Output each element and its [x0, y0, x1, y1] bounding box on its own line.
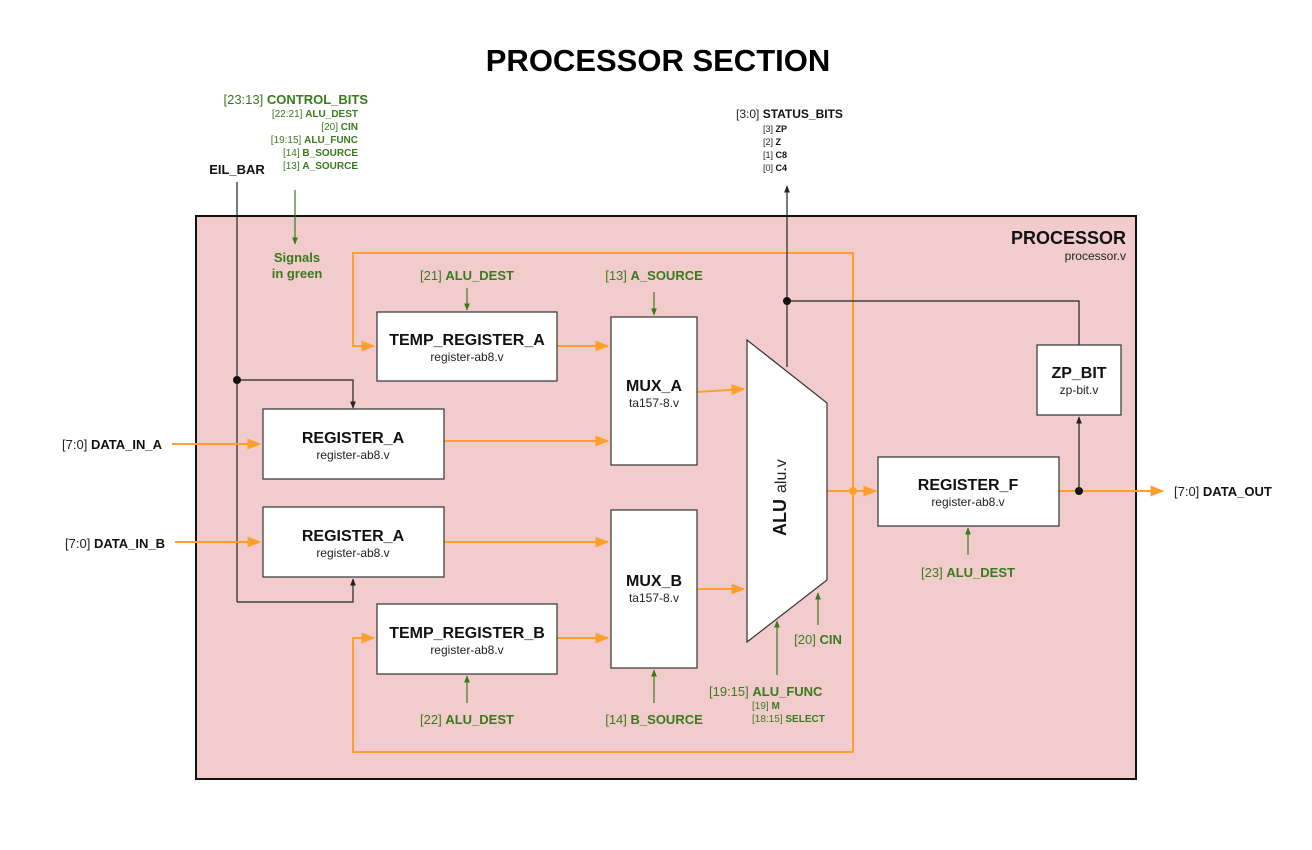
feedback-bus	[352, 252, 854, 753]
alu-block: ALU alu.v	[746, 338, 828, 644]
signals-note-line1: Signals	[274, 250, 320, 265]
svg-text:[14] B_SOURCE: [14] B_SOURCE	[283, 148, 358, 159]
svg-text:zp-bit.v: zp-bit.v	[1060, 383, 1099, 397]
svg-text:REGISTER_A: REGISTER_A	[302, 528, 405, 545]
svg-text:MUX_A: MUX_A	[626, 378, 682, 395]
status-wires	[783, 185, 1082, 491]
svg-text:register-ab8.v: register-ab8.v	[316, 448, 389, 462]
zp-bit-block: ZP_BIT zp-bit.v	[1036, 344, 1122, 416]
svg-text:[19:15] ALU_FUNC: [19:15] ALU_FUNC	[271, 135, 358, 146]
diagram-title: PROCESSOR SECTION	[486, 43, 831, 78]
svg-text:[2] Z: [2] Z	[763, 137, 782, 147]
alu-dest-22-signal: [22] ALU_DEST	[420, 675, 514, 727]
alu-dest-21-signal: [21] ALU_DEST	[420, 268, 514, 311]
svg-text:[19:15] ALU_FUNC: [19:15] ALU_FUNC	[709, 684, 823, 699]
processor-label: PROCESSOR	[1011, 228, 1126, 248]
svg-text:REGISTER_A: REGISTER_A	[302, 430, 405, 447]
alu-dest-23-signal: [23] ALU_DEST	[921, 527, 1015, 580]
register-a-bottom-block: REGISTER_A register-ab8.v	[262, 506, 445, 578]
svg-text:ZP_BIT: ZP_BIT	[1051, 365, 1106, 382]
svg-text:register-ab8.v: register-ab8.v	[430, 643, 503, 657]
svg-text:TEMP_REGISTER_A: TEMP_REGISTER_A	[389, 332, 545, 349]
svg-text:[1] C8: [1] C8	[763, 150, 787, 160]
temp-register-a-block: TEMP_REGISTER_A register-ab8.v	[376, 311, 558, 382]
eil-bar-wire	[233, 182, 356, 603]
mux-a-block: MUX_A ta157-8.v	[610, 316, 698, 466]
svg-text:[23:13] CONTROL_BITS: [23:13] CONTROL_BITS	[223, 92, 368, 107]
signals-note-line2: in green	[272, 266, 323, 281]
svg-text:ALU: ALU	[770, 499, 790, 536]
register-f-block: REGISTER_F register-ab8.v	[877, 456, 1060, 527]
status-bits-legend: [3:0] STATUS_BITS [3] ZP [2] Z [1] C8 [0…	[736, 107, 843, 173]
svg-text:[21] ALU_DEST: [21] ALU_DEST	[420, 268, 514, 283]
svg-text:alu.v: alu.v	[773, 459, 790, 493]
svg-text:[20] CIN: [20] CIN	[794, 632, 842, 647]
data-in-a-label: [7:0] DATA_IN_A	[62, 437, 163, 452]
mux-b-block: MUX_B ta157-8.v	[610, 509, 698, 669]
svg-text:[13] A_SOURCE: [13] A_SOURCE	[605, 268, 703, 283]
svg-text:register-ab8.v: register-ab8.v	[430, 350, 503, 364]
register-a-top-block: REGISTER_A register-ab8.v	[262, 408, 445, 480]
temp-register-b-block: TEMP_REGISTER_B register-ab8.v	[376, 603, 558, 675]
svg-text:ta157-8.v: ta157-8.v	[629, 591, 679, 605]
svg-text:REGISTER_F: REGISTER_F	[918, 477, 1019, 494]
svg-text:[3] ZP: [3] ZP	[763, 124, 787, 134]
svg-text:ta157-8.v: ta157-8.v	[629, 396, 679, 410]
cin-signal: [20] CIN	[794, 592, 842, 647]
svg-text:MUX_B: MUX_B	[626, 573, 682, 590]
processor-file: processor.v	[1065, 249, 1126, 263]
svg-text:[13] A_SOURCE: [13] A_SOURCE	[283, 161, 358, 172]
control-bits-legend: [23:13] CONTROL_BITS [22:21] ALU_DEST [2…	[223, 92, 368, 172]
data-out-label: [7:0] DATA_OUT	[1174, 484, 1272, 499]
svg-text:[0] C4: [0] C4	[763, 163, 787, 173]
svg-text:[23] ALU_DEST: [23] ALU_DEST	[921, 565, 1015, 580]
svg-text:register-ab8.v: register-ab8.v	[931, 495, 1004, 509]
eil-bar-label: EIL_BAR	[209, 162, 265, 177]
svg-text:TEMP_REGISTER_B: TEMP_REGISTER_B	[389, 625, 545, 642]
svg-text:[3:0] STATUS_BITS: [3:0] STATUS_BITS	[736, 107, 843, 121]
internal-buses	[444, 340, 1165, 644]
svg-text:[18:15] SELECT: [18:15] SELECT	[752, 714, 825, 725]
a-source-signal: [13] A_SOURCE	[605, 268, 703, 316]
svg-text:[22:21] ALU_DEST: [22:21] ALU_DEST	[272, 109, 358, 120]
b-source-signal: [14] B_SOURCE	[605, 669, 703, 727]
data-in-b-label: [7:0] DATA_IN_B	[65, 536, 165, 551]
svg-text:[14] B_SOURCE: [14] B_SOURCE	[605, 712, 703, 727]
alu-func-signal: [19:15] ALU_FUNC [19] M [18:15] SELECT	[709, 620, 825, 725]
svg-text:[20] CIN: [20] CIN	[321, 122, 358, 133]
svg-text:[19] M: [19] M	[752, 701, 780, 712]
svg-text:[22] ALU_DEST: [22] ALU_DEST	[420, 712, 514, 727]
svg-text:register-ab8.v: register-ab8.v	[316, 546, 389, 560]
